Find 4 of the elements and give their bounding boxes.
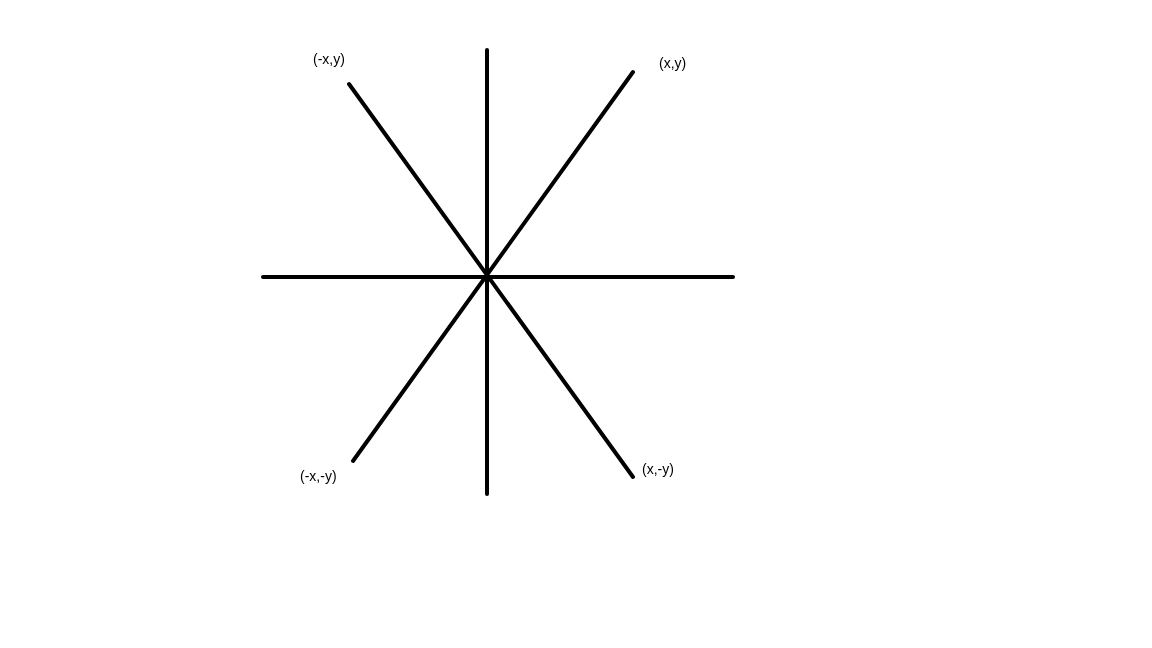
coordinate-label: (-x,y) — [313, 50, 345, 68]
coordinate-label: (x,-y) — [642, 460, 674, 478]
coordinate-label: (-x,-y) — [300, 467, 337, 485]
coordinate-label: (x,y) — [659, 54, 687, 72]
